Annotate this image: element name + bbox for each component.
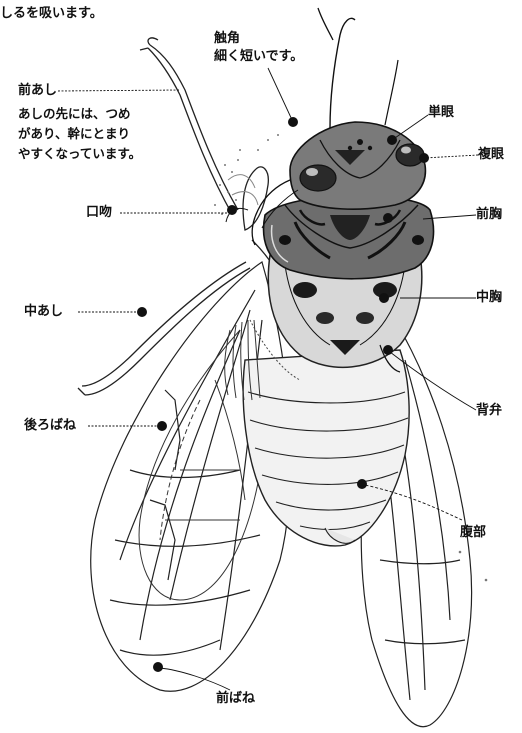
label-ocelli: 単眼 [428, 106, 454, 121]
label-compound-eye: 複眼 [478, 148, 504, 163]
label-mesothorax: 中胸 [476, 291, 502, 306]
header-cut-text: しるを吸います。 [0, 2, 103, 21]
label-prothorax: 前胸 [476, 208, 502, 223]
label-forewing: 前ばね [216, 692, 255, 707]
label-foreleg: 前あし [18, 84, 57, 99]
label-foreleg-note-line-3: やすくなっています。 [18, 144, 141, 163]
label-operculum: 背弁 [476, 404, 502, 419]
label-abdomen: 腹部 [460, 526, 486, 541]
label-middle-leg: 中あし [24, 305, 63, 320]
label-antenna-note: 細く短いです。 [214, 50, 303, 65]
label-antenna: 触角 [214, 32, 240, 47]
label-foreleg-note-line-1: あしの先には、つめ [18, 104, 131, 123]
label-foreleg-note-line-2: があり、幹にとまり [18, 124, 130, 143]
label-hind-wing: 後ろばね [24, 419, 76, 434]
label-mouth: 口吻 [86, 206, 112, 221]
